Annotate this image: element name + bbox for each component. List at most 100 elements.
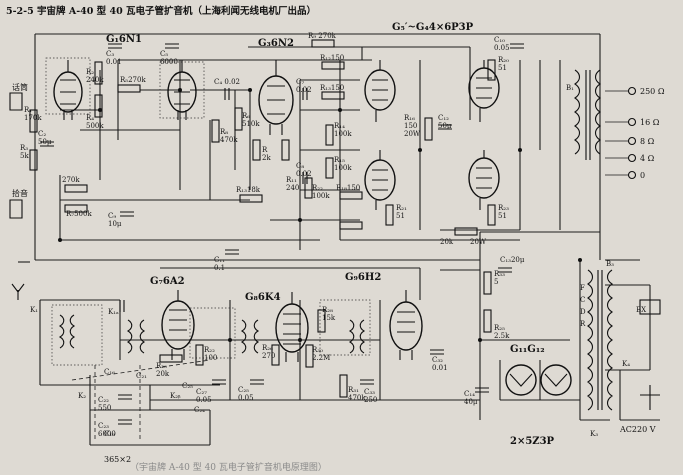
output-transformer: [574, 69, 601, 160]
component-label: R₁₃150: [320, 84, 344, 92]
pickup-jack-icon: [9, 199, 23, 219]
bs-label: B₃: [606, 260, 614, 268]
gang-cap-label: 365×2: [104, 455, 131, 464]
tap-c: C: [580, 296, 585, 304]
shield-box: [319, 299, 371, 356]
component-label: R₁₃18k: [236, 186, 261, 194]
switch-k4-label: K₄: [622, 360, 630, 368]
k2b-label: K₂ᵦ: [170, 392, 181, 400]
tube-g5: [364, 60, 396, 122]
tap-r: R: [580, 320, 586, 328]
tube-g2: [167, 60, 197, 120]
tube-rectifier-2: [540, 364, 572, 396]
shield-box: [51, 304, 103, 366]
tube-rectifier-1: [505, 364, 537, 396]
power-transformer: [587, 269, 613, 411]
tube-g6: [364, 150, 396, 210]
component-label: C₂₄: [194, 406, 205, 414]
capacitors: [40, 43, 524, 425]
tube-6h2: [389, 290, 423, 360]
resistors: [29, 39, 496, 398]
tube-labels: G₁6N1 G₃6N2 G₅′~G₄4×6P3P G₇6A2 G₈6K4 G₉6…: [106, 22, 555, 447]
component-label: R₁₂150: [320, 54, 344, 62]
component-label: 20W: [470, 238, 487, 246]
k1b-label: K₁ₐ: [108, 308, 119, 316]
out-4: 4 Ω: [640, 154, 655, 163]
tap-f: F: [580, 284, 585, 292]
component-label: R₇500k: [66, 210, 92, 218]
if-transformer: [58, 314, 366, 354]
shield-box: [45, 57, 91, 115]
out-0: 0: [640, 171, 645, 180]
tube-label-g3: G₃6N2: [258, 38, 294, 49]
fuse-label: BX: [636, 306, 646, 314]
tube-6a2: [161, 290, 195, 360]
antenna-icon: [11, 283, 25, 300]
mic-jack-icon: [9, 92, 23, 111]
component-label: C₁₆: [104, 368, 115, 376]
k2-label: K₂: [78, 392, 86, 400]
tube-label-rect2: 2×5Z3P: [510, 436, 555, 447]
fuse: [639, 299, 661, 315]
b1-label: B₁: [566, 84, 574, 92]
component-label: 270k: [62, 176, 80, 184]
tube-g3: [258, 60, 294, 135]
tap-d: D: [580, 308, 586, 316]
component-label: R₅270k: [120, 76, 146, 84]
component-label: R₉ 270k: [308, 32, 337, 40]
tube-label-6k4: G₈6K4: [245, 292, 281, 303]
component-label: R₁₈150: [336, 184, 360, 192]
component-label: 20k: [440, 238, 454, 246]
tube-label-6h2: G₉6H2: [345, 272, 381, 283]
diagram-title: 5-2-5 宇宙牌 A-40 型 40 瓦电子管扩音机（上海利闻无线电机厂出品）: [6, 5, 316, 17]
gang-link: [71, 359, 211, 381]
component-label: C₄ 0.02: [214, 78, 240, 86]
out-250: 250 Ω: [640, 87, 665, 96]
pickup-label: 拾音: [12, 188, 28, 198]
tube-6k4: [275, 292, 309, 362]
tube-g7-power: [468, 60, 500, 122]
junction-dots: [58, 88, 582, 342]
mains-plug: [640, 385, 660, 410]
io-labels: 话筒 拾音 250 Ω 16 Ω 8 Ω 4 Ω 0 AC220 V BX K₃…: [12, 82, 665, 464]
switch-k3-label: K₃: [590, 430, 598, 438]
